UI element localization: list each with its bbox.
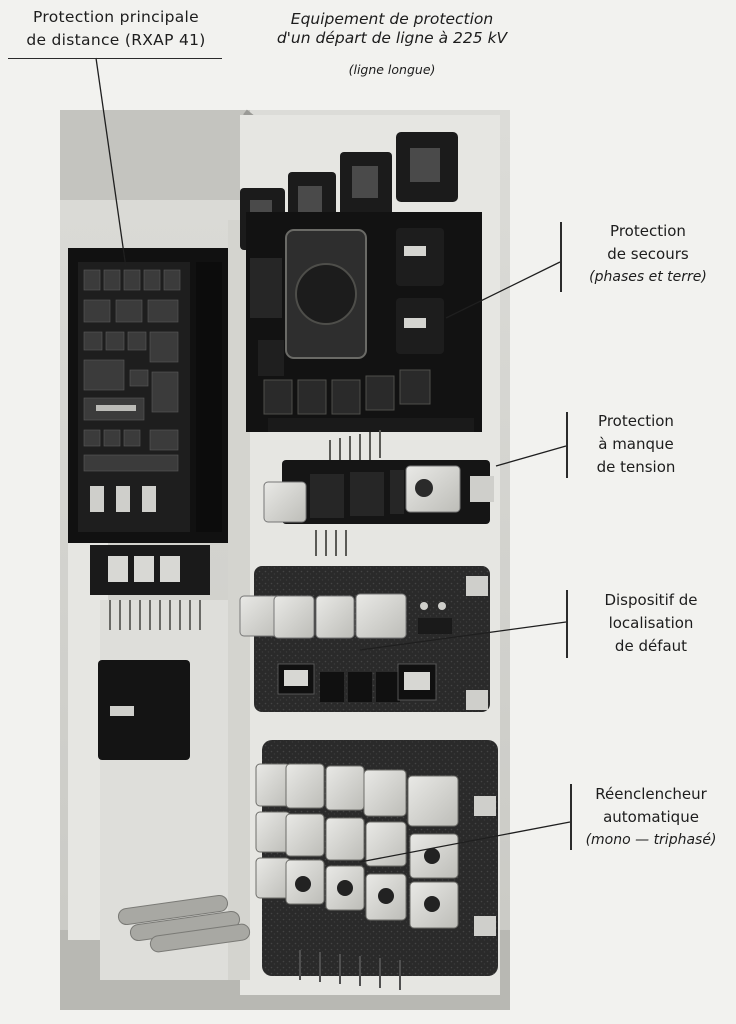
callout-bar-reenclencheur (570, 784, 572, 850)
callout-secours: Protection de secours (phases et terre) (568, 220, 728, 289)
title-line-2: d'un départ de ligne à 225 kV (276, 29, 508, 47)
localisation-line-2: localisation (608, 614, 694, 632)
localisation-line-3: de défaut (614, 637, 688, 655)
callout-bar-localisation (566, 590, 568, 658)
leader-line-rxap (95, 57, 127, 269)
callout-bar-secours (560, 222, 562, 292)
undervoltage-protection-unit (263, 460, 494, 556)
rxap-label-line-1: Protection principale (33, 8, 199, 26)
leader-line-tension (495, 445, 567, 467)
rxap-41-panel (68, 248, 228, 630)
rxap-callout-label: Protection principale de distance (RXAP … (8, 6, 224, 52)
leader-line-secours (445, 261, 561, 319)
secours-line-2: de secours (607, 245, 689, 263)
callout-bar-tension (566, 412, 568, 478)
figure-subtitle: (ligne longue) (348, 62, 436, 77)
backup-protection-unit (240, 132, 482, 468)
figure-title: Equipement de protection d'un départ de … (258, 10, 526, 48)
autorecloser-unit (255, 740, 498, 990)
title-line-1: Equipement de protection (290, 10, 494, 28)
rxap-underline (8, 58, 222, 59)
callout-reenclencheur: Réenclencheur automatique (mono — tripha… (572, 783, 730, 852)
leader-line-reenclencheur (359, 821, 571, 863)
cable-rolls (117, 894, 251, 953)
secours-note: (phases et terre) (589, 269, 707, 285)
reenclencheur-line-2: automatique (603, 808, 699, 826)
leader-line-localisation (359, 621, 567, 651)
reenclencheur-line-1: Réenclencheur (595, 785, 707, 803)
fault-locator-unit (239, 566, 490, 712)
secours-line-1: Protection (610, 222, 686, 240)
tension-line-3: de tension (596, 458, 676, 476)
reenclencheur-note: (mono — triphasé) (585, 832, 717, 848)
callout-tension: Protection à manque de tension (576, 410, 696, 479)
callout-localisation: Dispositif de localisation de défaut (576, 589, 726, 658)
auxiliary-box (98, 660, 190, 760)
localisation-line-1: Dispositif de (604, 591, 698, 609)
rxap-label-line-2: de distance (RXAP 41) (26, 31, 206, 49)
tension-line-2: à manque (598, 435, 674, 453)
tension-line-1: Protection (598, 412, 674, 430)
